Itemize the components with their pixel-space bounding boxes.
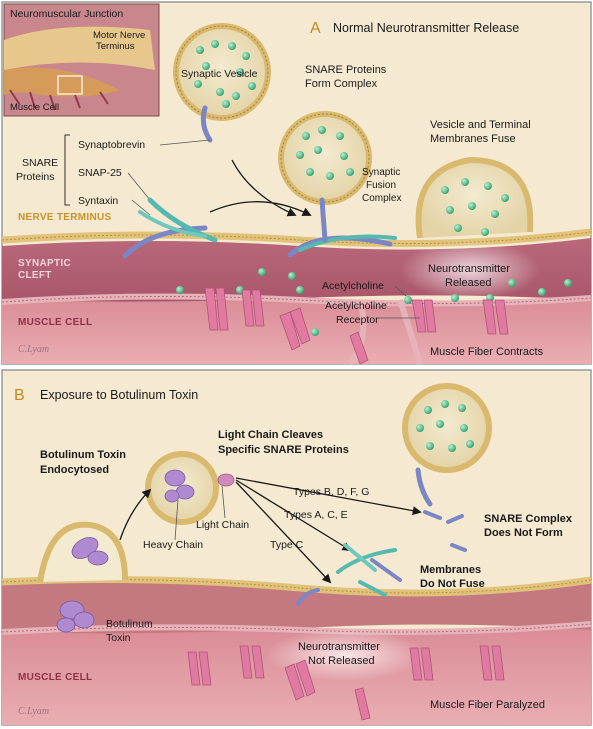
- panel-b: B Exposure to Botulinum Toxin Botulinum …: [1, 369, 592, 726]
- snare-no-line2: Does Not Form: [484, 527, 563, 539]
- receptor-line2: Receptor: [336, 314, 379, 326]
- endocytosed-vesicle: [145, 451, 235, 525]
- snare-proteins-line2: Proteins: [16, 171, 55, 183]
- cleaves-line2: Specific SNARE Proteins: [218, 444, 349, 456]
- acetylcholine-molecules: [176, 268, 572, 336]
- receptor-line1: Acetylcholine: [325, 300, 387, 312]
- fusion-complex: [287, 197, 397, 258]
- no-fuse-line1: Membranes: [420, 564, 481, 576]
- released-line2: Released: [445, 277, 491, 289]
- snare-protein-coil: [122, 197, 218, 259]
- panel-b-title: Exposure to Botulinum Toxin: [40, 388, 198, 402]
- synaptic-vesicle-label: Synaptic Vesicle: [181, 68, 258, 80]
- types-bdfg-label: Types B, D, F, G: [293, 486, 369, 498]
- muscle-cell-label-b: MUSCLE CELL: [18, 672, 92, 683]
- idle-receptors: [187, 645, 505, 721]
- inset-motor-nerve-line1: Motor Nerve: [93, 30, 145, 41]
- toxin-line1: Botulinum: [106, 618, 153, 630]
- fuse-line2: Membranes Fuse: [430, 133, 516, 145]
- synaptic-cleft-line2: CLEFT: [18, 270, 52, 281]
- synaptic-vesicle-2: [278, 111, 372, 205]
- panel-b-letter: B: [14, 387, 25, 404]
- snap25-label: SNAP-25: [78, 167, 122, 179]
- toxin-line2: Toxin: [106, 632, 131, 644]
- snare-no-line1: SNARE Complex: [484, 513, 573, 525]
- snare-proteins-line1: SNARE: [22, 157, 58, 169]
- fusion-line2: Fusion: [366, 180, 396, 191]
- syntaxin-label: Syntaxin: [78, 195, 118, 207]
- fuse-line1: Vesicle and Terminal: [430, 119, 531, 131]
- inset-motor-nerve-line2: Terminus: [96, 41, 135, 52]
- not-released-line2: Not Released: [308, 655, 375, 667]
- nerve-terminus-label: NERVE TERMINUS: [18, 212, 112, 223]
- inset-muscle-cell: Muscle Cell: [10, 102, 59, 113]
- botulinum-toxin-molecule: [56, 537, 109, 633]
- contracts-label: Muscle Fiber Contracts: [430, 346, 544, 358]
- fusing-vesicle: [400, 156, 540, 300]
- acetylcholine-receptors: [204, 287, 509, 365]
- endocytosed-line2: Endocytosed: [40, 464, 109, 476]
- acetylcholine-label: Acetylcholine: [322, 280, 384, 292]
- snare-form-line1: SNARE Proteins: [305, 64, 387, 76]
- muscle-cell-label-a: MUSCLE CELL: [18, 317, 92, 328]
- cleaves-line1: Light Chain Cleaves: [218, 429, 323, 441]
- fusion-line1: Synaptic: [362, 167, 400, 178]
- snare-form-line2: Form Complex: [305, 78, 378, 90]
- synaptobrevin-label: Synaptobrevin: [78, 139, 145, 151]
- panel-a: Neuromuscular Junction Motor Nerve Termi…: [1, 1, 592, 366]
- types-ace-label: Types A, C, E: [284, 509, 348, 521]
- panel-a-title: Normal Neurotransmitter Release: [333, 21, 519, 35]
- signature-a: C.Lyam: [18, 344, 49, 355]
- synaptic-cleft-line1: SYNAPTIC: [18, 258, 71, 269]
- synaptic-vesicle-1: [173, 23, 271, 143]
- cleaved-snare-fragments: [296, 510, 467, 606]
- type-c-label: Type C: [270, 539, 304, 551]
- endocytosed-line1: Botulinum Toxin: [40, 449, 126, 461]
- panel-a-letter: A: [310, 20, 321, 37]
- heavy-chain-label: Heavy Chain: [143, 539, 203, 551]
- released-line1: Neurotransmitter: [428, 263, 510, 275]
- inset-neuromuscular-junction: Neuromuscular Junction Motor Nerve Termi…: [3, 3, 160, 117]
- signature-b: C.Lyam: [18, 706, 49, 717]
- not-released-line1: Neurotransmitter: [298, 641, 380, 653]
- no-fuse-line2: Do Not Fuse: [420, 578, 485, 590]
- light-chain-label: Light Chain: [196, 519, 249, 531]
- undocked-vesicle: [402, 383, 492, 507]
- fusion-line3: Complex: [362, 193, 401, 204]
- paralyzed-label: Muscle Fiber Paralyzed: [430, 699, 545, 711]
- inset-title: Neuromuscular Junction: [10, 8, 123, 20]
